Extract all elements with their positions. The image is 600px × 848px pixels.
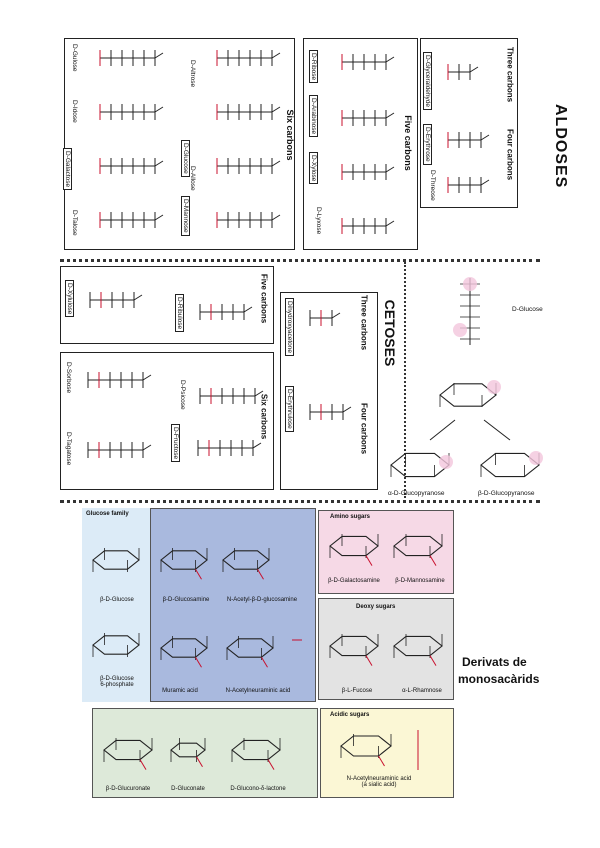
- carbonyl-bond: [142, 444, 152, 451]
- sugar-ring: [340, 735, 392, 757]
- carbonyl-bond: [271, 214, 281, 221]
- carbonyl-bond: [271, 106, 281, 113]
- deoxy-sugars-label: Deoxy sugars: [356, 604, 396, 610]
- carbonyl-bond: [331, 312, 341, 319]
- aldose-structures: [99, 50, 490, 234]
- ring-modification: [267, 759, 275, 770]
- label-sialic-acid: N-Acetylneuraminic acid (a sialic acid): [346, 776, 412, 788]
- cetoses-three-four-box: [280, 292, 378, 490]
- carbonyl-bond: [252, 442, 262, 449]
- sugar-ring: [329, 635, 379, 657]
- sugar-ring: [226, 638, 274, 658]
- carbonyl-bond: [480, 134, 490, 141]
- label-mannosamine: β-D-Mannosamine: [395, 578, 445, 584]
- cetoses-five-carbons-box: [60, 266, 274, 344]
- arrow-beta: [483, 419, 511, 441]
- aldoses-six-carbons-box: [64, 38, 295, 250]
- glucose-family-panel: [82, 508, 150, 702]
- separator-bottom: [60, 500, 540, 503]
- carbonyl-bond: [385, 56, 395, 63]
- carbonyl-bond: [385, 112, 395, 119]
- highlight-beta-anomeric: [529, 451, 543, 465]
- glucose-family-dark-panel: [150, 508, 316, 702]
- cetoses-six-carbons-box: [60, 352, 274, 490]
- ring-modification: [261, 656, 268, 668]
- highlight-ring-open: [487, 380, 501, 394]
- glucose-cyclization: [390, 277, 543, 478]
- sugar-ring: [92, 550, 140, 570]
- sugar-ring: [160, 638, 208, 658]
- amino-sugars-label: Amino sugars: [330, 514, 371, 520]
- sugar-ring: [222, 550, 270, 570]
- acidic-yellow-panel: [320, 708, 454, 798]
- label-galactosamine: β-D-Galactosamine: [328, 578, 380, 584]
- deoxy-sugars-panel: [318, 598, 454, 700]
- ring-modification: [139, 759, 147, 770]
- carbonyl-bond: [469, 66, 479, 73]
- ring-modification: [365, 555, 373, 566]
- cetose-structures: [87, 292, 352, 458]
- derivatives-title-line2: monosacàrids: [458, 672, 540, 686]
- carbonyl-bond: [154, 160, 164, 167]
- aldoses-five-carbons-box: [303, 38, 418, 250]
- carbonyl-bond: [254, 390, 264, 397]
- carbonyl-bond: [271, 160, 281, 167]
- glucose-family-label: Glucose family: [86, 511, 129, 517]
- ring-modification: [195, 568, 202, 580]
- carbonyl-bond: [342, 406, 352, 413]
- label-gluconate: D-Gluconate: [171, 786, 205, 792]
- carbonyl-bond: [480, 179, 490, 186]
- label-n-acetylneuraminic-acid: N-Acetylneuraminic acid: [225, 688, 291, 694]
- label-glucosamine: β-D-Glucosamine: [162, 597, 210, 603]
- sugar-ring: [160, 550, 208, 570]
- sugar-ring: [103, 739, 153, 761]
- ring-modification: [429, 655, 437, 666]
- label-n-acetyl-glucosamine: N-Acetyl-β-D-glucosamine: [226, 597, 298, 603]
- ring-modification: [195, 656, 202, 668]
- highlight-c5: [453, 323, 467, 337]
- ring-modification: [196, 756, 203, 768]
- carbonyl-bond: [154, 106, 164, 113]
- aldoses-three-four-box: [420, 38, 518, 208]
- highlight-c1: [463, 277, 477, 291]
- carbonyl-bond: [385, 166, 395, 173]
- carbonyl-bond: [154, 214, 164, 221]
- label-glucuronate: β-D-Glucuronate: [105, 786, 151, 792]
- cyc-alpha-label: α-D-Glucopyranose: [388, 490, 445, 497]
- derivatives-title-line1: Derivats de: [462, 655, 527, 669]
- ring-modification: [429, 555, 437, 566]
- amino-sugars-panel: [318, 510, 454, 594]
- carbonyl-bond: [271, 52, 281, 59]
- sugar-ring: [231, 739, 281, 761]
- sugar-ring: [170, 742, 206, 758]
- sugar-ring: [393, 635, 443, 657]
- sugar-ring: [329, 535, 379, 557]
- sugar-ring: [92, 635, 140, 655]
- label-glucose-6-phosphate: β-D-Glucose 6-phosphate: [100, 676, 134, 688]
- ring-modification: [365, 655, 373, 666]
- sugar-ring: [393, 535, 443, 557]
- separator-top: [60, 259, 540, 262]
- ring-modification: [378, 755, 385, 767]
- label-beta-d-glucose: β-D-Glucose: [100, 597, 134, 603]
- carbonyl-bond: [133, 294, 143, 301]
- carbonyl-bond: [142, 374, 152, 381]
- arrow-alpha: [429, 419, 456, 441]
- label-fucose: β-L-Fucose: [341, 688, 373, 694]
- cyc-open-label: D-Glucose: [512, 306, 543, 313]
- carbonyl-bond: [243, 306, 253, 313]
- label-muramic-acid: Muramic acid: [162, 688, 198, 694]
- acidic-green-panel: [92, 708, 318, 798]
- label-gluconolactone: D-Glucono-δ-lactone: [230, 786, 286, 792]
- separator-vertical: [404, 262, 406, 498]
- cyc-beta-label: β-D-Glucopyranose: [478, 490, 535, 497]
- ring-modification: [257, 568, 264, 580]
- highlight-alpha-anomeric: [439, 455, 453, 469]
- acidic-sugars-label: Acidic sugars: [330, 712, 370, 718]
- label-rhamnose: α-L-Rhamnose: [402, 688, 442, 694]
- carbonyl-bond: [154, 52, 164, 59]
- carbonyl-bond: [385, 220, 395, 227]
